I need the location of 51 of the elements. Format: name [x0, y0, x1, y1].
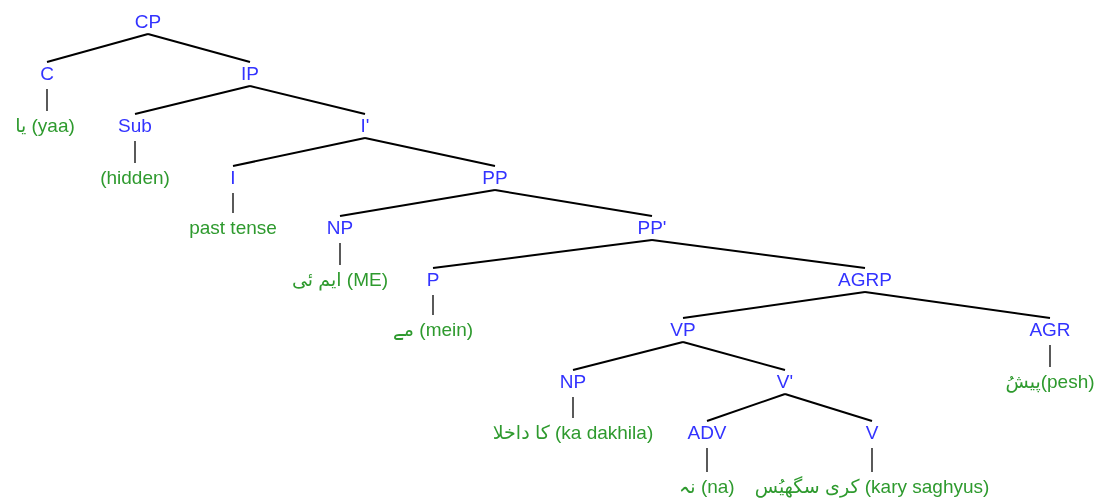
tree-branch	[651, 239, 866, 269]
word-label: کا داخلا (ka dakhila)	[492, 422, 654, 444]
category-label: C	[40, 63, 54, 85]
word-label: past tense	[189, 217, 277, 239]
category-label: I	[230, 167, 236, 189]
tree-branch	[784, 393, 873, 422]
category-label: P	[426, 269, 440, 291]
word-label: یا (yaa)	[15, 115, 75, 137]
tree-branch	[339, 242, 341, 266]
word-label: کری سگھیُس (kary saghyus)	[754, 476, 990, 498]
word-label: (hidden)	[100, 167, 170, 189]
tree-branch	[46, 33, 149, 63]
category-label: V	[865, 422, 879, 444]
tree-branch	[249, 85, 366, 115]
tree-branch	[232, 192, 234, 214]
tree-branch	[46, 88, 48, 112]
tree-branch	[706, 393, 786, 422]
tree-branch	[134, 140, 136, 164]
category-label: AGRP	[838, 269, 892, 291]
tree-branch	[432, 294, 434, 316]
tree-branch	[232, 137, 366, 167]
category-label: V'	[776, 371, 794, 393]
category-label: VP	[670, 319, 696, 341]
tree-branch	[134, 85, 251, 115]
category-label: PP	[482, 167, 508, 189]
category-label: NP	[326, 217, 354, 239]
tree-branch	[339, 189, 496, 217]
word-label: ایم ئی (ME)	[291, 269, 389, 291]
word-label: نہ (na)	[679, 476, 735, 498]
tree-branch	[572, 341, 684, 371]
category-label: AGR	[1029, 319, 1071, 341]
tree-branch	[432, 239, 653, 269]
tree-branch	[864, 291, 1051, 319]
tree-branch	[147, 33, 251, 63]
category-label: PP'	[637, 217, 667, 239]
tree-branch	[682, 341, 786, 371]
tree-branch	[682, 291, 866, 319]
tree-branch	[572, 396, 574, 419]
tree-branch	[706, 447, 708, 473]
category-label: Sub	[118, 115, 152, 137]
word-label: مے (mein)	[392, 319, 474, 341]
category-label: CP	[134, 11, 162, 33]
tree-branch	[364, 137, 496, 167]
tree-branch	[1049, 344, 1051, 368]
tree-branch	[494, 189, 653, 217]
tree-branch	[871, 447, 873, 473]
word-label: پیشُ(pesh)	[1005, 371, 1095, 393]
category-label: NP	[559, 371, 587, 393]
category-label: I'	[360, 115, 370, 137]
category-label: ADV	[687, 422, 727, 444]
category-label: IP	[241, 63, 259, 85]
